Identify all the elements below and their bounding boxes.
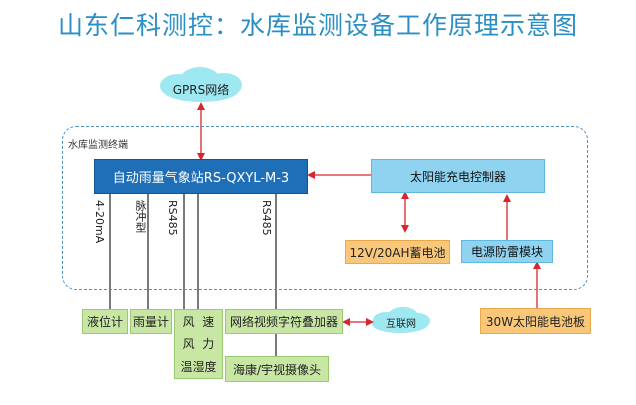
terminal-frame	[62, 126, 588, 290]
sensor-temp-humidity: 温湿度	[180, 360, 217, 375]
battery-box: 12V/20AH蓄电池	[345, 240, 450, 264]
terminal-frame-label: 水库监测终端	[68, 140, 128, 151]
gprs-cloud: GPRS网络	[160, 67, 242, 102]
label-4-20ma: 4-20mA	[93, 200, 106, 244]
internet-cloud: 互联网	[372, 307, 430, 333]
label-pulse: 脉冲型	[134, 200, 147, 233]
sensor-weather-group: 风 速 风 力 温湿度	[174, 309, 223, 379]
sensor-wind-force: 风 力	[182, 337, 215, 352]
weather-station-box: 自动雨量气象站RS-QXYL-M-3	[94, 159, 308, 194]
solar-panel-box: 30W太阳能电池板	[480, 308, 591, 334]
sensor-level: 液位计	[82, 309, 128, 334]
page-title: 山东仁科测控：水库监测设备工作原理示意图	[57, 11, 578, 40]
gprs-cloud-label: GPRS网络	[173, 82, 230, 97]
internet-cloud-label: 互联网	[386, 318, 416, 330]
label-rs485-a: RS485	[166, 200, 179, 236]
camera-box: 海康/宇视摄像头	[225, 356, 329, 382]
label-rs485-b: RS485	[260, 200, 273, 236]
sensor-rain: 雨量计	[130, 309, 172, 334]
surge-module-box: 电源防雷模块	[461, 240, 553, 263]
sensor-wind-speed: 风 速	[182, 314, 215, 329]
video-overlay-box: 网络视频字符叠加器	[225, 309, 343, 334]
solar-controller-box: 太阳能充电控制器	[371, 159, 545, 193]
